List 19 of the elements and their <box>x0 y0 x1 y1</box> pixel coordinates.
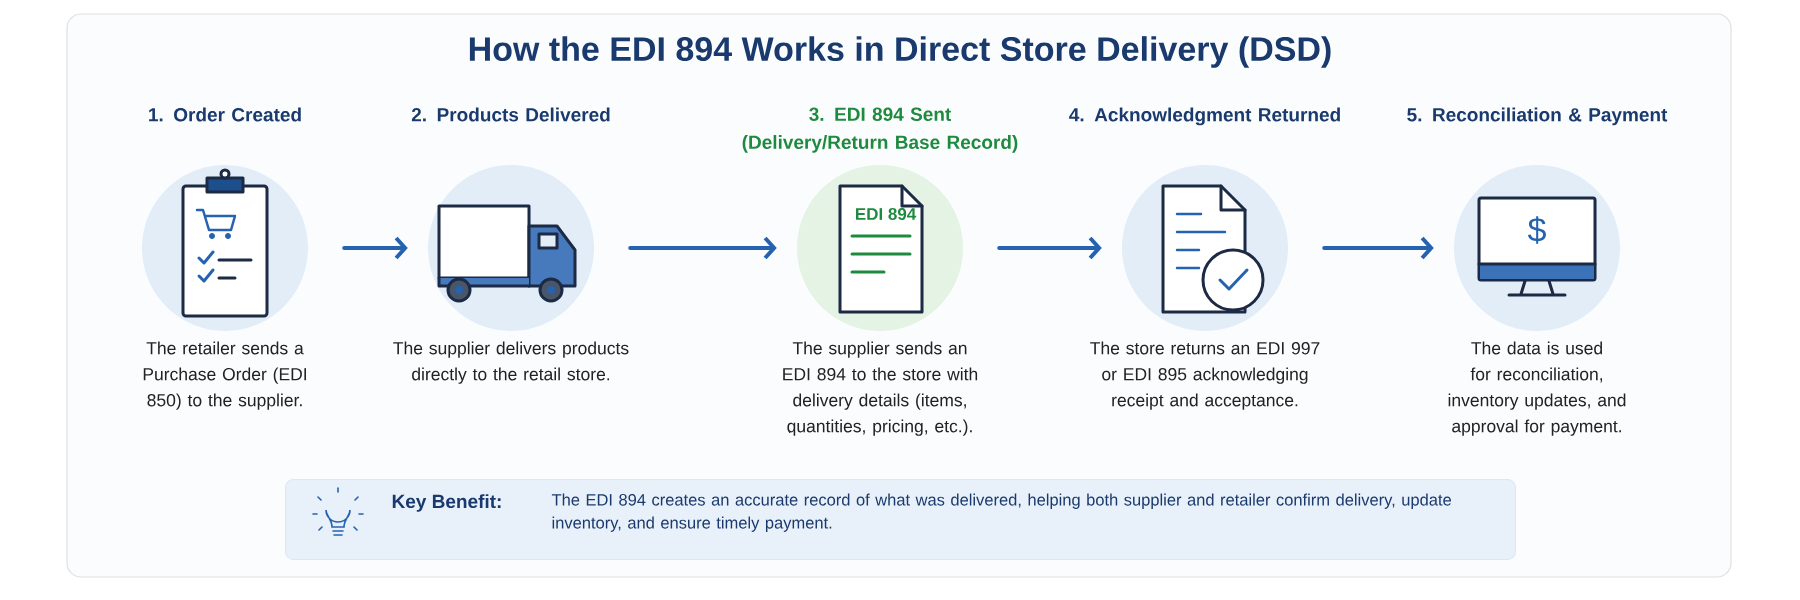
step-description: The supplier delivers products directly to the retail store. <box>393 341 629 384</box>
arrow <box>628 236 777 260</box>
step-icon-drawing: EDI 894 <box>838 184 924 314</box>
title: How the EDI 894 Works in Direct Store Delivery (DSD) <box>469 36 1331 68</box>
step-description: The data is used for reconciliation, inventory updates, and approval for payment. <box>1448 341 1626 436</box>
step-icon-drawing: $ <box>1477 196 1597 297</box>
step-heading: 2. Products Delivered <box>411 107 610 122</box>
arrow <box>997 236 1102 260</box>
step-heading: 3. EDI 894 Sent (Delivery/Return Base Record) <box>742 107 1018 153</box>
arrow <box>342 236 408 260</box>
step-description: The supplier sends an EDI 894 to the store with delivery details (items, quantities, pricing, etc.). <box>783 341 978 436</box>
benefit-text: The EDI 894 creates an accurate record of what was delivered, helping both supplier and retailer confirm delivery, update inventory, and ensure timely payment. <box>551 493 1451 532</box>
step-description: The store returns an EDI 997 or EDI 895 acknowledging receipt and acceptance. <box>1090 341 1320 410</box>
step-heading: 4. Acknowledgment Returned <box>1069 107 1340 126</box>
arrow <box>1322 236 1434 260</box>
step-heading: 1. Order Created <box>149 107 301 122</box>
benefit-heading: Key Benefit: <box>392 494 501 512</box>
step-heading: 5. Reconciliation & Payment <box>1407 107 1668 126</box>
step-description: The retailer sends a Purchase Order (EDI 850) to the supplier. <box>143 341 306 410</box>
